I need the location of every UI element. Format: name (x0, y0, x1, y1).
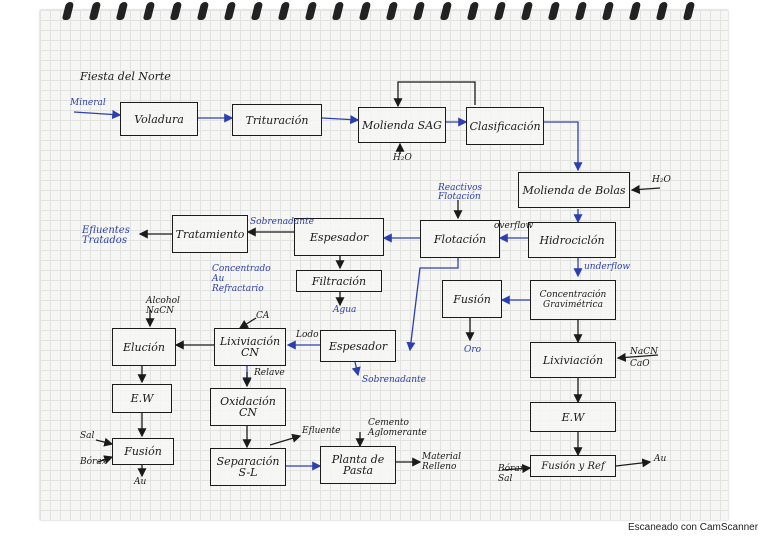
box-espesador-1: Espesador (294, 218, 384, 256)
label-au-final: Au (654, 454, 667, 464)
label-ca: CA (256, 311, 270, 321)
arrow-flotacion-espesador2 (406, 258, 459, 352)
arrow-mineral-voladura (73, 109, 122, 120)
arrow-trituracion-molienda (321, 115, 360, 125)
box-ew-1: E.W (530, 402, 616, 432)
box-separacion: Separación S-L (210, 448, 286, 486)
label-sal: Sal (80, 431, 95, 441)
box-fusion-2: Fusión (112, 438, 174, 465)
label-oro: Oro (464, 345, 482, 355)
label-mineral: Mineral (70, 98, 106, 108)
box-ew-2: E.W (112, 384, 172, 413)
label-relave: Relave (254, 368, 285, 378)
box-trituracion: Trituración (232, 104, 322, 136)
box-tratamiento: Tratamiento (172, 215, 248, 253)
arrow-separacion-efluente (269, 433, 302, 446)
label-material-relleno: Material Relleno (422, 452, 461, 472)
arrow-sag-recycle (393, 81, 476, 108)
label-reactivos: Reactivos Flotación (438, 183, 483, 202)
label-agua: Agua (333, 305, 357, 315)
label-underflow: underflow (584, 262, 631, 272)
arrow-clasificacion-bolas (544, 121, 583, 172)
label-lodo: Lodo (296, 330, 319, 340)
box-espesador-2: Espesador (320, 330, 396, 362)
diagram-title: Fiesta del Norte (80, 70, 171, 83)
box-oxidacion: Oxidación CN (210, 388, 286, 426)
box-concentracion-gravimetrica: Concentración Gravimétrica (530, 280, 616, 320)
box-hidrociclon: Hidrociclón (528, 222, 616, 258)
box-planta-pasta: Planta de Pasta (320, 446, 396, 484)
label-h2o-sag: H₂O (393, 153, 412, 163)
arrow-borax-fusionref (501, 464, 532, 474)
label-borax-sal: Bórax Sal (498, 464, 525, 484)
label-efluente: Efluente (302, 426, 341, 436)
label-au-2: Au (134, 477, 147, 487)
box-filtracion: Filtración (296, 270, 382, 292)
label-cemento-aglomerante: Cemento Aglomerante (368, 418, 427, 438)
arrow-naoh-lix (616, 352, 659, 362)
label-sobrenadante-2: Sobrenadante (362, 375, 427, 385)
box-voladura: Voladura (120, 102, 198, 136)
box-clasificacion: Clasificación (466, 107, 544, 145)
arrow-fusionref-au (615, 458, 652, 468)
arrow-ca-lix (238, 317, 257, 329)
box-elucion: Elución (112, 328, 176, 366)
box-molienda-sag: Molienda SAG (358, 107, 446, 143)
notebook-page (40, 10, 728, 520)
label-overflow: overflow (494, 221, 534, 231)
scanner-watermark: Escaneado con CamScanner (628, 522, 759, 533)
box-lixiviacion-1: Lixiviación (530, 342, 616, 378)
box-fusion-ref: Fusión y Ref (530, 455, 616, 477)
label-alcohol-nacn: Alcohol NaCN (146, 296, 180, 316)
label-borax: Bórax (80, 457, 107, 467)
box-lixiviacion-cn: Lixiviación CN (214, 328, 286, 366)
label-efluentes-tratados: Efluentes Tratados (82, 225, 130, 246)
arrow-h2o-bolas (630, 184, 661, 194)
label-concentrado-au: Concentrado Au Refractario (212, 264, 271, 294)
box-molienda-bolas: Molienda de Bolas (518, 172, 630, 208)
box-flotacion: Flotación (420, 220, 500, 258)
label-sobrenadante-1: Sobrenadante (250, 217, 315, 227)
box-fusion-1: Fusión (442, 280, 502, 318)
label-nacn-cao: NaCN CaO (630, 347, 659, 369)
arrow-sal-fusion2 (95, 437, 114, 447)
label-h2o-bolas: H₂O (652, 175, 671, 185)
arrow-espesador2-sobrenadante (351, 361, 361, 377)
arrow-borax-fusion2 (97, 455, 114, 464)
